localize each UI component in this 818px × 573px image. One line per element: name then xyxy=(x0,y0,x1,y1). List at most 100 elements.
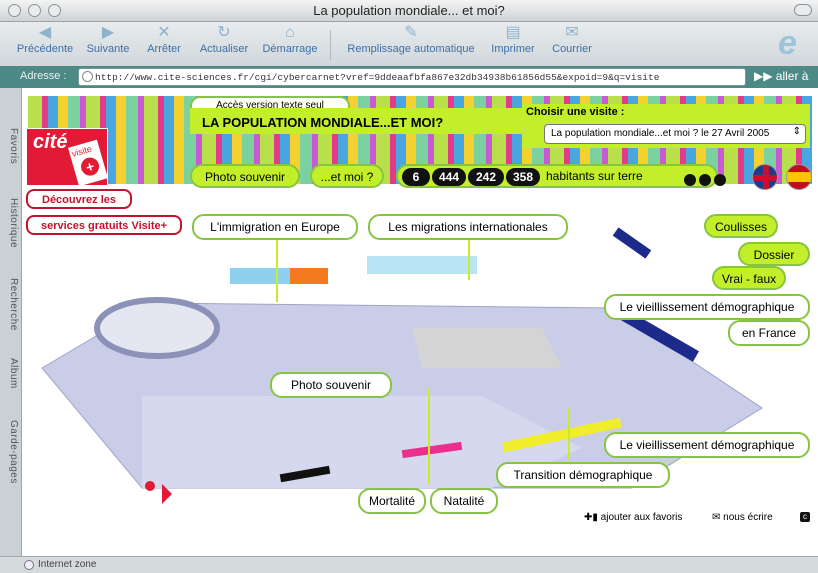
vrai-faux-button[interactable]: Vrai - faux xyxy=(712,266,786,290)
zone-label: Internet zone xyxy=(38,559,97,570)
back-button[interactable]: ◀Précédente xyxy=(14,24,76,55)
visit-chooser: Choisir une visite : La population mondi… xyxy=(522,104,810,148)
label-vieillissement-france[interactable]: Le vieillissement démographique xyxy=(604,294,810,320)
label-transition[interactable]: Transition démographique xyxy=(496,462,670,488)
minimize-window-button[interactable] xyxy=(28,4,41,17)
visitor-icon xyxy=(145,481,155,491)
exhibition-map xyxy=(41,227,763,504)
label-migrations-internationales[interactable]: Les migrations internationales xyxy=(368,214,568,240)
visite-card: visite + xyxy=(68,139,108,187)
write-us-label: nous écrire xyxy=(723,512,773,523)
label-natalite[interactable]: Natalité xyxy=(430,488,498,514)
spanish-flag-button[interactable] xyxy=(786,164,812,190)
et-moi-button[interactable]: ...et moi ? xyxy=(310,164,384,188)
label-en-france[interactable]: en France xyxy=(728,320,810,346)
page-icon xyxy=(82,71,93,82)
explorer-sidebar: Favoris Historique Recherche Album Garde… xyxy=(0,88,22,556)
coulisses-button[interactable]: Coulisses xyxy=(704,214,778,238)
copyright-icon[interactable]: c xyxy=(800,512,810,522)
globe-icon xyxy=(24,560,34,570)
address-input[interactable]: http://www.cite-sciences.fr/cgi/cybercar… xyxy=(78,68,746,86)
refresh-button[interactable]: ↻ Actualiser xyxy=(194,24,254,55)
floor-lower xyxy=(142,396,582,488)
sidebar-tab-recherche[interactable]: Recherche xyxy=(8,278,19,331)
logo-cite-text: cité xyxy=(33,131,68,153)
label-mortalite[interactable]: Mortalité xyxy=(358,488,426,514)
add-favorites-label: ajouter aux favoris xyxy=(600,512,683,523)
free-services-link[interactable]: services gratuits Visite+ xyxy=(26,215,182,235)
mail-icon: ✉ xyxy=(565,24,579,41)
window-title: La population mondiale... et moi? xyxy=(313,3,505,18)
autofill-label: Remplissage automatique xyxy=(347,43,475,55)
status-bar: Internet zone xyxy=(0,556,818,573)
sidebar-tab-favoris[interactable]: Favoris xyxy=(8,128,19,165)
black-bar xyxy=(279,465,331,483)
more-dots[interactable] xyxy=(684,174,726,189)
sidebar-tab-album[interactable]: Album xyxy=(8,358,19,389)
leader-line xyxy=(568,408,570,460)
discover-link[interactable]: Découvrez les xyxy=(26,189,132,209)
go-arrows-icon: ▶▶ xyxy=(754,69,776,83)
map-wall xyxy=(367,256,477,274)
entrance-arrow-icon xyxy=(162,484,172,504)
label-immigration-europe[interactable]: L'immigration en Europe xyxy=(192,214,358,240)
leader-line xyxy=(276,226,278,302)
printer-icon: ▤ xyxy=(505,24,521,41)
stop-icon: ✕ xyxy=(157,24,171,41)
sidebar-tab-historique[interactable]: Historique xyxy=(8,198,19,249)
select-arrows-icon: ⇕ xyxy=(792,126,801,137)
cite-logo[interactable]: cité visite + xyxy=(26,128,108,187)
navy-wall xyxy=(615,306,699,362)
photo-souvenir-button[interactable]: Photo souvenir xyxy=(190,164,300,188)
wall-blue xyxy=(230,268,290,284)
counter-group-3: 242 xyxy=(468,168,504,186)
english-flag-button[interactable] xyxy=(752,164,778,190)
yellow-bar xyxy=(502,417,622,453)
population-counter: 6 444 242 358 habitants sur terre xyxy=(396,164,718,188)
web-page: Accès version texte seul LA POPULATION M… xyxy=(22,88,818,556)
forward-label: Suivante xyxy=(86,43,130,55)
home-label: Démarrage xyxy=(262,43,318,55)
write-us-link[interactable]: ✉ nous écrire xyxy=(712,512,773,523)
address-label: Adresse : xyxy=(20,70,67,82)
envelope-icon: ✉ xyxy=(712,512,724,523)
go-label: aller à xyxy=(775,69,809,83)
autofill-button[interactable]: ✎ Remplissage automatique xyxy=(340,24,482,55)
choose-visit-label: Choisir une visite : xyxy=(526,106,625,118)
sidebar-tab-garde-pages[interactable]: Garde-pages xyxy=(8,420,19,484)
ie-logo-icon: e xyxy=(778,24,797,62)
mail-label: Courrier xyxy=(552,43,592,55)
counter-group-4: 358 xyxy=(506,168,540,186)
counter-group-1: 6 xyxy=(402,168,430,186)
add-favorites-link[interactable]: ✚▮ ajouter aux favoris xyxy=(584,512,682,523)
stop-label: Arrêter xyxy=(147,43,181,55)
forward-button[interactable]: ▶Suivante xyxy=(82,24,134,55)
window-titlebar: La population mondiale... et moi? xyxy=(0,0,818,22)
dot-icon xyxy=(684,174,696,186)
print-button[interactable]: ▤ Imprimer xyxy=(486,24,540,55)
print-label: Imprimer xyxy=(491,43,535,55)
home-button[interactable]: ⌂Démarrage xyxy=(258,24,322,55)
refresh-icon: ↻ xyxy=(217,24,231,41)
close-window-button[interactable] xyxy=(8,4,21,17)
wall-orange xyxy=(290,268,328,284)
visit-select[interactable]: La population mondiale...et moi ? le 27 … xyxy=(544,124,806,144)
dossier-button[interactable]: Dossier xyxy=(738,242,810,266)
toolbar-toggle-button[interactable] xyxy=(794,4,812,16)
autofill-icon: ✎ xyxy=(404,24,418,41)
page-title: LA POPULATION MONDIALE...ET MOI? xyxy=(190,108,528,134)
go-button[interactable]: ▶▶ aller à xyxy=(754,69,808,83)
navy-wall-top xyxy=(612,227,652,259)
leader-line xyxy=(468,226,470,280)
refresh-label: Actualiser xyxy=(199,43,249,55)
stop-button[interactable]: ✕ Arrêter xyxy=(140,24,188,55)
label-vieillissement[interactable]: Le vieillissement démographique xyxy=(604,432,810,458)
label-photo-souvenir[interactable]: Photo souvenir xyxy=(270,372,392,398)
pink-bar xyxy=(401,441,463,459)
browser-toolbar: ◀Précédente ▶Suivante ✕ Arrêter ↻ Actualis… xyxy=(0,22,818,66)
zoom-window-button[interactable] xyxy=(48,4,61,17)
back-arrow-icon: ◀ xyxy=(38,24,52,41)
mail-button[interactable]: ✉ Courrier xyxy=(546,24,598,55)
counter-group-2: 444 xyxy=(432,168,466,186)
leader-line xyxy=(428,388,430,484)
